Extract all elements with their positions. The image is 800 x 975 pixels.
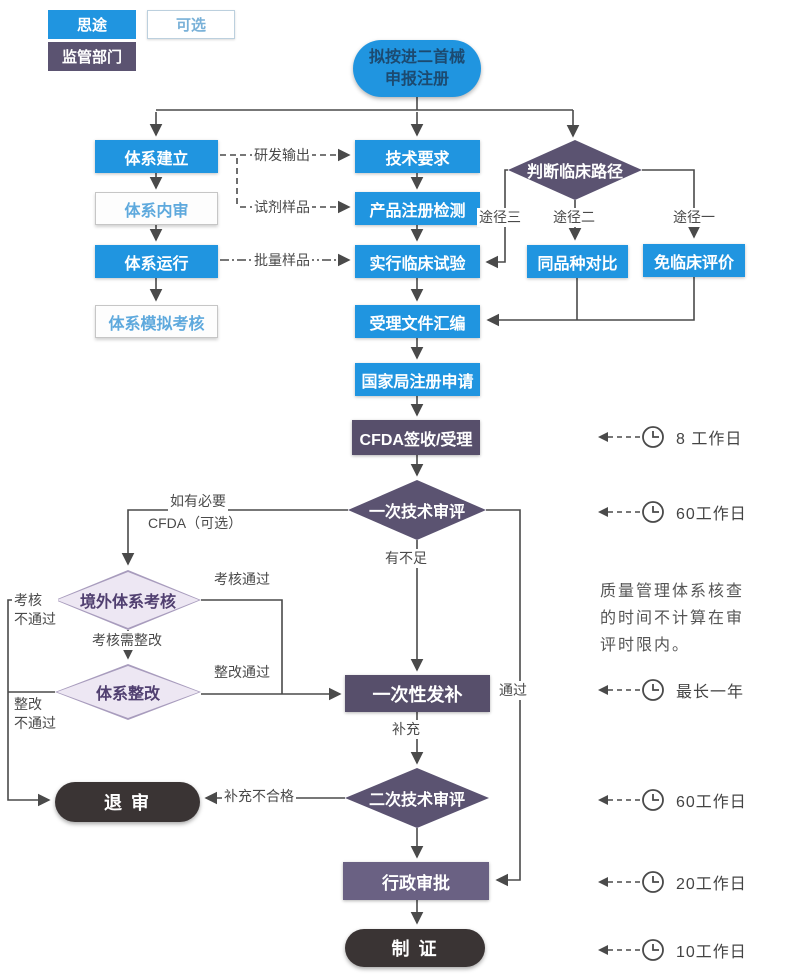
node-first-technical-review: 一次技术审评	[348, 480, 486, 540]
edge-label-assessment-needs-rectification: 考核需整改	[90, 631, 164, 650]
edge-label-rd-output: 研发输出	[252, 146, 312, 165]
timer-label: 60工作日	[676, 794, 747, 811]
node-system-build: 体系建立	[95, 140, 218, 173]
edge-label-batch-sample: 批量样品	[252, 251, 312, 270]
legend-optional-label: 可选	[175, 17, 206, 34]
node-clinical-trial: 实行临床试验	[355, 245, 480, 278]
node-system-mock-assessment: 体系模拟考核	[95, 305, 218, 338]
edge-label-path2: 途径二	[551, 208, 597, 227]
edge-label-reagent-sample: 试剂样品	[252, 198, 312, 217]
timer-acceptance: 8 工作日	[596, 421, 742, 453]
edge-label-rectification-pass: 整改通过	[212, 663, 272, 682]
timer-label: 60工作日	[676, 506, 747, 523]
node-second-technical-review: 二次技术审评	[345, 768, 489, 828]
timer-second-review: 60工作日	[596, 784, 747, 816]
node-national-registration: 国家局注册申请	[355, 363, 480, 396]
timer-certificate: 10工作日	[596, 934, 747, 966]
clock-icon	[598, 679, 664, 701]
node-overseas-system-assessment: 境外体系考核	[55, 570, 201, 630]
node-system-internal-audit: 体系内审	[95, 192, 218, 225]
node-reject: 退 审	[55, 782, 200, 822]
edge-label-path3: 途径三	[477, 208, 523, 227]
edge-label-if-necessary: 如有必要	[168, 492, 228, 511]
node-start: 拟按进二首械申报注册	[353, 40, 481, 97]
node-clinical-path-decision: 判断临床路径	[508, 140, 642, 200]
edge-label-insufficient: 有不足	[383, 549, 429, 568]
edge-label-supplement-unqualified: 补充不合格	[222, 787, 296, 806]
timer-label: 最长一年	[676, 684, 745, 701]
node-administrative-approval: 行政审批	[343, 862, 489, 900]
timer-supplement: 最长一年	[596, 674, 744, 706]
clock-icon	[598, 789, 664, 811]
edge-label-path1: 途径一	[671, 208, 717, 227]
timer-label: 10工作日	[676, 944, 747, 961]
edge-label-cfda-optional: CFDA（可选）	[146, 514, 245, 533]
edge-label-assessment-pass: 考核通过	[212, 570, 272, 589]
clock-icon	[598, 426, 664, 448]
node-certificate: 制 证	[345, 929, 485, 967]
legend-optional: 可选	[147, 10, 235, 39]
node-one-time-supplement: 一次性发补	[345, 675, 490, 712]
legend-regulator-label: 监管部门	[61, 49, 122, 66]
clock-icon	[598, 871, 664, 893]
clock-icon	[598, 501, 664, 523]
node-product-registration-test: 产品注册检测	[355, 192, 480, 225]
edge-label-pass: 通过	[497, 681, 529, 700]
clock-icon	[598, 939, 664, 961]
node-system-operation: 体系运行	[95, 245, 218, 278]
node-cfda-acceptance: CFDA签收/受理	[352, 420, 480, 455]
legend-situ-label: 思途	[76, 17, 107, 34]
timer-label: 20工作日	[676, 876, 747, 893]
timer-first-review: 60工作日	[596, 496, 747, 528]
legend-situ: 思途	[48, 10, 136, 39]
node-clinical-exempt-evaluation: 免临床评价	[643, 244, 745, 277]
node-tech-requirements: 技术要求	[355, 140, 480, 173]
timer-approval: 20工作日	[596, 866, 747, 898]
node-system-rectification: 体系整改	[55, 664, 201, 720]
edge-label-rectification-fail: 整改 不通过	[12, 695, 58, 733]
review-time-note: 质量管理体系核查的时间不计算在审评时限内。	[600, 583, 745, 654]
timer-label: 8 工作日	[676, 431, 743, 448]
node-acceptance-documents: 受理文件汇编	[355, 305, 480, 338]
edge-label-supplement: 补充	[390, 720, 422, 739]
legend-regulator: 监管部门	[48, 42, 136, 71]
node-same-variety-comparison: 同品种对比	[527, 245, 628, 278]
edge-label-assessment-fail: 考核 不通过	[12, 591, 58, 629]
